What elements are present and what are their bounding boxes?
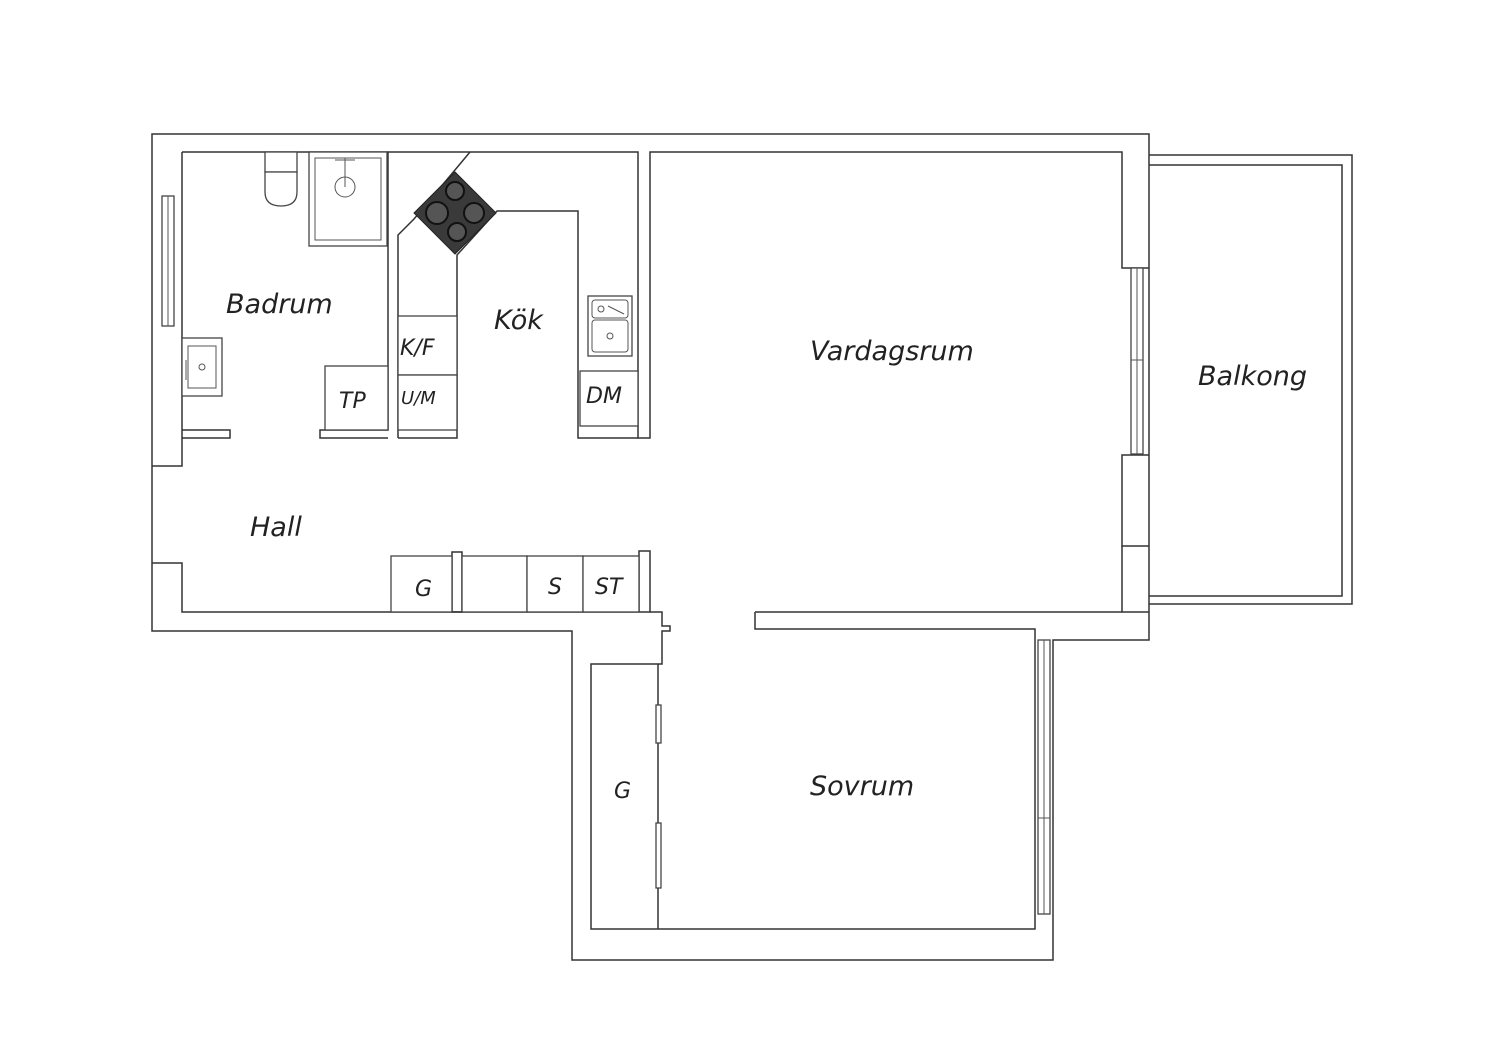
balcony-inner <box>1149 164 1343 597</box>
toilet-icon <box>264 151 298 207</box>
kitchen-wall <box>388 151 1149 439</box>
inner-wall-hall-bottom <box>152 562 391 613</box>
room-label-hall: Hall <box>250 512 302 543</box>
label-um: U/M <box>401 388 436 409</box>
storage-box-s <box>526 555 584 613</box>
storage-box-blank <box>461 555 528 613</box>
label-tp: TP <box>339 389 366 414</box>
bedroom-top-wall <box>754 611 1122 640</box>
windows <box>161 195 1144 915</box>
balcony-outline <box>1149 154 1353 605</box>
bathroom-bottom-wall <box>182 429 231 439</box>
stove-icon <box>413 171 497 255</box>
kitchen-fixtures <box>397 151 639 439</box>
inner-wall-left <box>152 152 183 467</box>
living-right-wall <box>1121 454 1149 547</box>
room-labels: Badrum Kök Vardagsrum Balkong Hall Sovru… <box>226 289 1307 802</box>
hall-closet-box <box>390 555 453 613</box>
walls <box>151 133 1353 961</box>
bedroom-wardrobe <box>655 664 662 929</box>
room-label-sovrum: Sovrum <box>810 771 914 802</box>
storage-box-st <box>582 555 640 613</box>
hall-corner-wall <box>590 611 1036 930</box>
hall-door-post <box>451 551 463 613</box>
bathroom-fixtures <box>181 151 389 431</box>
label-s: S <box>548 575 562 600</box>
room-label-balkong: Balkong <box>1198 361 1307 392</box>
label-hall-closet: G <box>415 577 432 602</box>
kf-box <box>397 315 458 376</box>
window-bedroom <box>1037 639 1051 915</box>
window-bathroom <box>161 195 175 327</box>
tp-box <box>324 365 389 431</box>
room-label-badrum: Badrum <box>226 289 333 320</box>
dm-box <box>579 370 639 427</box>
room-label-kok: Kök <box>494 305 544 336</box>
label-dm: DM <box>586 384 622 409</box>
um-box <box>397 374 458 431</box>
basin-icon <box>181 337 223 397</box>
fixture-labels: K/F U/M TP DM G S ST G <box>339 336 631 804</box>
shower-icon <box>308 151 388 247</box>
label-st: ST <box>595 575 624 600</box>
room-label-vardagsrum: Vardagsrum <box>810 336 974 367</box>
outer-wall <box>151 133 1150 961</box>
label-bedroom-closet: G <box>614 779 631 804</box>
label-kf: K/F <box>400 336 435 361</box>
hall-storage <box>390 555 640 613</box>
sink-icon <box>587 295 633 357</box>
window-living <box>1130 267 1144 455</box>
living-right-wall-lower <box>1121 546 1149 613</box>
